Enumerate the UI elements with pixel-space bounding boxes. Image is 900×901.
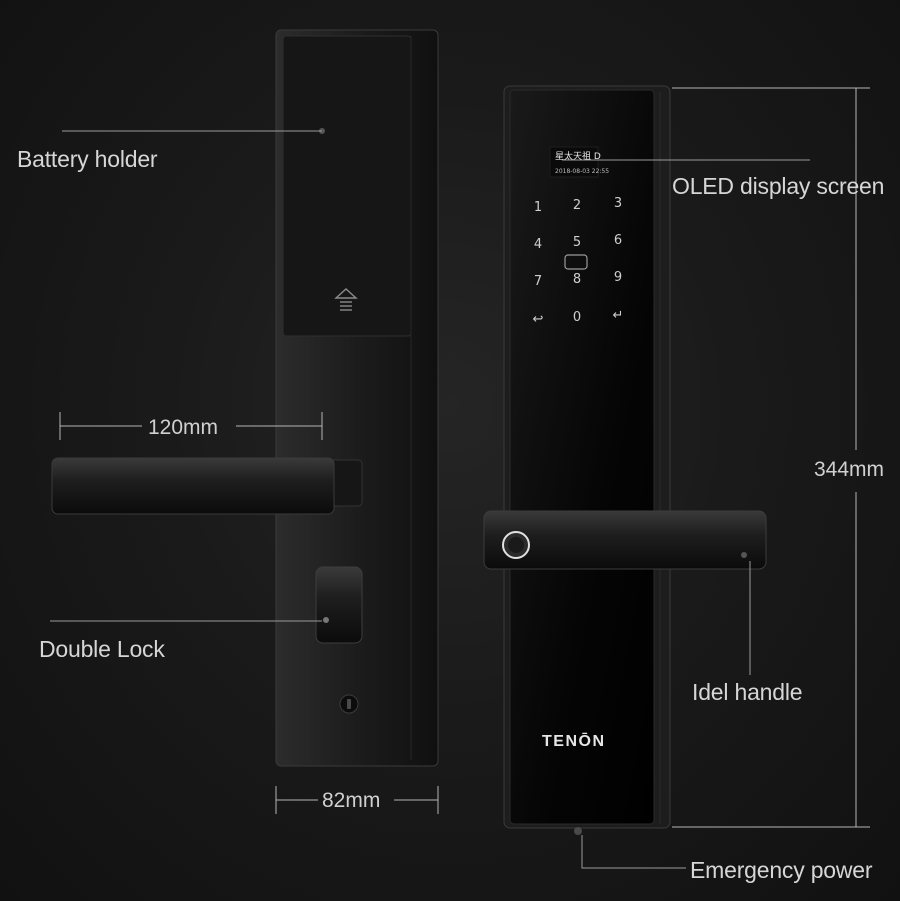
oled-date: 2018-08-03 22:55 bbox=[555, 168, 610, 175]
emergency-power-port-icon bbox=[574, 827, 582, 835]
handle-length-dimension: 120mm bbox=[148, 416, 219, 439]
exterior-plate bbox=[503, 85, 671, 829]
key-cylinder-icon bbox=[339, 694, 359, 714]
brand-logo: TENŌN bbox=[542, 733, 606, 750]
keypad-key-4: 4 bbox=[533, 237, 543, 252]
oled-screen bbox=[549, 146, 599, 178]
keypad-key-1: 1 bbox=[533, 200, 543, 215]
interior-handle bbox=[51, 457, 363, 515]
leader-lines bbox=[50, 130, 810, 869]
keypad-key-7: 7 bbox=[533, 274, 543, 289]
width-dimension: 82mm bbox=[322, 789, 381, 812]
height-dimension: 344mm bbox=[814, 458, 885, 481]
keypad-key-2: 2 bbox=[572, 198, 582, 213]
fingerprint-sensor-icon bbox=[502, 531, 530, 559]
keypad-key-enter: ↵ bbox=[612, 308, 624, 323]
oled-display-label: OLED display screen bbox=[672, 173, 885, 199]
emergency-power-label: Emergency power bbox=[690, 857, 873, 883]
exterior-handle bbox=[483, 510, 767, 570]
keypad-key-5: 5 bbox=[572, 235, 582, 250]
double-lock-knob bbox=[315, 566, 363, 644]
oled-text: 星太天祖 D bbox=[555, 152, 601, 162]
interior-plate bbox=[275, 29, 439, 767]
keypad-key-6: 6 bbox=[613, 233, 623, 248]
battery-cover-arrow-icon bbox=[334, 288, 358, 311]
keypad-key-0: 0 bbox=[572, 310, 582, 325]
battery-holder-label: Battery holder bbox=[17, 146, 158, 172]
keypad-key-back: ↩ bbox=[532, 312, 544, 327]
keypad-key-8: 8 bbox=[572, 272, 582, 287]
keypad-key-3: 3 bbox=[613, 196, 623, 211]
double-lock-label: Double Lock bbox=[39, 636, 165, 662]
dimension-lines bbox=[59, 87, 870, 828]
card-reader-icon bbox=[564, 254, 588, 270]
keypad-key-9: 9 bbox=[613, 270, 623, 285]
idle-handle-label: Idel handle bbox=[692, 679, 803, 705]
